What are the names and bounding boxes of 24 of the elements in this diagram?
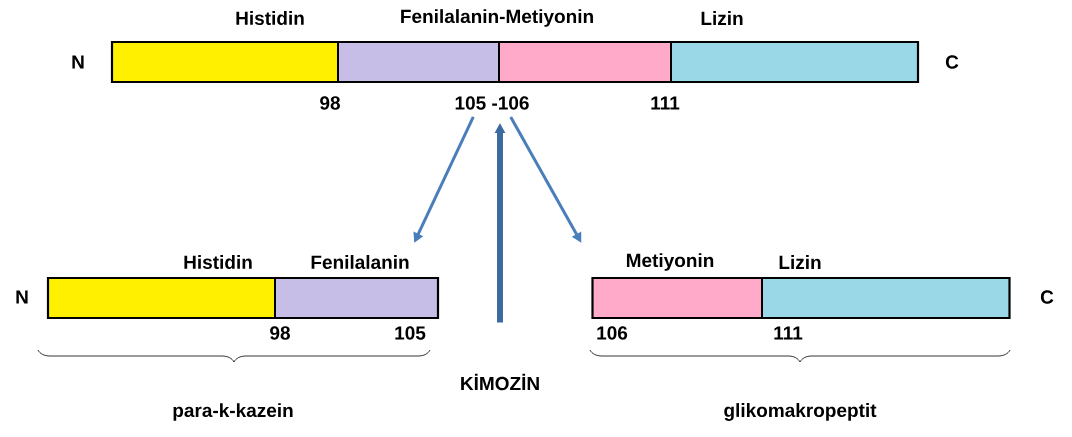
position-number: 111 [651,96,680,110]
segment-label: Lizin [701,11,743,25]
position-number: 98 [270,326,290,340]
segment-label: Fenilalanin [311,255,409,269]
segment-label: Metiyonin [626,253,714,271]
segment-label: Lizin [779,255,821,269]
enzyme-label: KİMOZİN [461,373,539,391]
segment-label: Fenilalanin-Metiyonin [401,9,593,27]
peptide-bar [110,40,920,84]
terminus-label: N [72,55,84,69]
fragment-label: glikomakropeptit [724,403,877,421]
cleavage-site-label: 105 -106 [455,96,529,110]
terminus-label: N [16,290,28,304]
position-number: 106 [597,326,628,340]
segment-label: Histidin [236,11,304,25]
peptide-bar [591,276,1011,320]
terminus-label: C [945,55,959,69]
peptide-bar [46,276,440,320]
segment-label: Histidin [184,255,252,269]
terminus-label: C [1040,290,1054,304]
position-number: 111 [774,326,803,340]
position-number: 105 [395,326,426,340]
fragment-label: para-k-kazein [173,403,293,421]
position-number: 98 [320,96,340,110]
